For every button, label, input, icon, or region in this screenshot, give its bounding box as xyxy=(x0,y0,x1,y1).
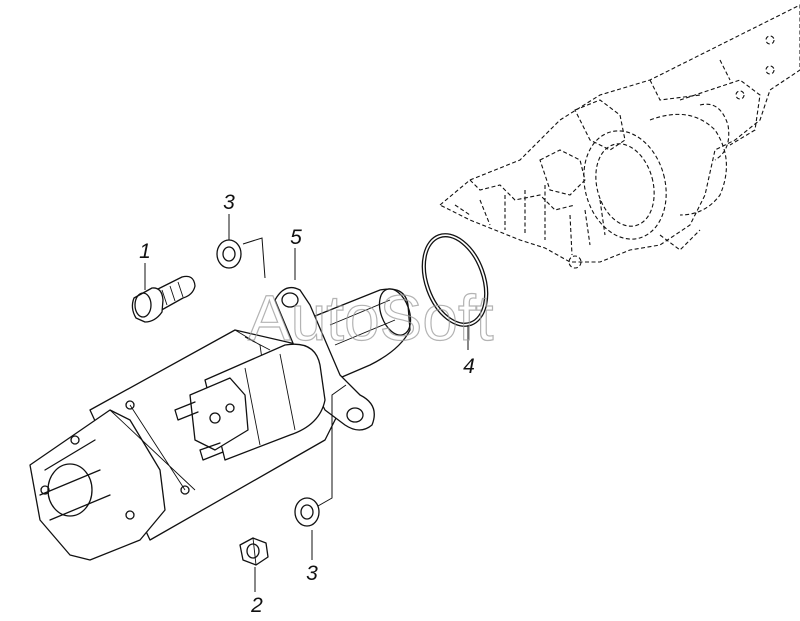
callout-1: 1 xyxy=(139,240,151,263)
callout-2: 2 xyxy=(250,594,263,617)
o-ring xyxy=(421,233,489,327)
flywheel-housing xyxy=(439,4,800,269)
callout-4: 4 xyxy=(463,355,475,378)
callout-3-lower: 3 xyxy=(306,562,318,585)
leader-lines xyxy=(144,214,469,592)
callout-5: 5 xyxy=(290,226,302,249)
watermark: AutoSoft xyxy=(248,282,494,354)
nut xyxy=(239,537,269,566)
washer-lower xyxy=(294,497,320,527)
bolt xyxy=(131,275,196,323)
starter-motor xyxy=(29,286,412,561)
callout-3-upper: 3 xyxy=(223,191,235,214)
washer-upper xyxy=(216,239,242,269)
